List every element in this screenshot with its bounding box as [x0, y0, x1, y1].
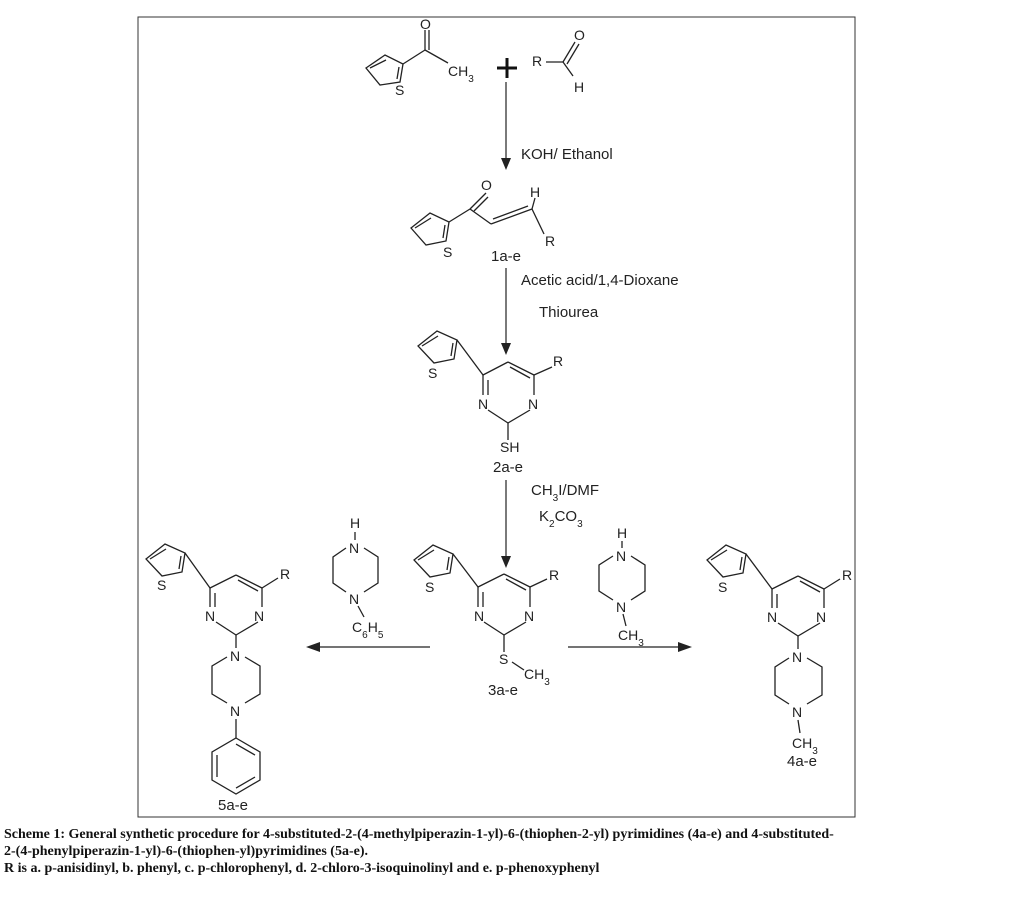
- caption-line-1: Scheme 1: General synthetic procedure fo…: [4, 827, 834, 842]
- nitrogen-atom: N: [767, 609, 777, 625]
- r-group-label: R: [842, 567, 852, 583]
- product-5a-e-structure: N N S R N N: [145, 543, 290, 795]
- reagent-ch3i-dmf: CH3I/DMF: [531, 482, 599, 504]
- methyl-label: CH3: [618, 627, 644, 649]
- hydrogen-label: H: [574, 79, 584, 95]
- sulfur-atom: S: [718, 579, 727, 595]
- caption-line-3: R is a. p-anisidinyl, b. phenyl, c. p-ch…: [4, 861, 600, 876]
- r-group-label: R: [280, 566, 290, 582]
- oxygen-atom: O: [481, 177, 492, 193]
- nitrogen-atom: N: [205, 608, 215, 624]
- nitrogen-atom: N: [478, 396, 488, 412]
- thiol-label: SH: [500, 439, 519, 455]
- nitrogen-atom: N: [524, 608, 534, 624]
- r-group-label: R: [545, 233, 555, 249]
- reaction-arrow-right: [568, 642, 692, 652]
- nitrogen-atom: N: [792, 704, 802, 720]
- phenylpiperazine-reagent: H N N C6H5: [332, 515, 384, 641]
- plus-icon: [497, 58, 517, 78]
- nitrogen-atom: N: [616, 599, 626, 615]
- compound-1a-e-label: 1a-e: [491, 248, 521, 265]
- nitrogen-atom: N: [254, 608, 264, 624]
- nitrogen-atom: N: [528, 396, 538, 412]
- nitrogen-atom: N: [616, 548, 626, 564]
- nitrogen-atom: N: [816, 609, 826, 625]
- sulfur-atom: S: [443, 244, 452, 260]
- sulfur-atom: S: [499, 651, 508, 667]
- methylpiperazine-reagent: H N N CH3: [598, 525, 646, 649]
- nitrogen-atom: N: [230, 703, 240, 719]
- nitrogen-atom: N: [792, 649, 802, 665]
- methyl-label: CH3: [524, 666, 550, 688]
- chalcone-structure: O S H R: [410, 177, 555, 260]
- phenyl-label: C6H5: [352, 619, 384, 641]
- oxygen-atom: O: [420, 16, 431, 32]
- reaction-arrow-2: [501, 268, 511, 355]
- aldehyde-structure: R O H: [532, 27, 585, 95]
- reaction-arrow-3: [501, 480, 511, 568]
- oxygen-atom: O: [574, 27, 585, 43]
- r-group-label: R: [549, 567, 559, 583]
- methyl-label: CH3: [792, 735, 818, 757]
- reagent-koh-ethanol: KOH/ Ethanol: [521, 146, 613, 163]
- compound-5a-e-label: 5a-e: [218, 797, 248, 814]
- nitrogen-atom: N: [474, 608, 484, 624]
- scheme-frame: [137, 16, 856, 818]
- reaction-arrow-left: [306, 642, 430, 652]
- reagent-k2co3: K2CO3: [539, 508, 583, 530]
- r-group-label: R: [532, 53, 542, 69]
- sulfur-atom: S: [428, 365, 437, 381]
- sulfur-atom: S: [425, 579, 434, 595]
- hydrogen-label: H: [530, 184, 540, 200]
- hydrogen-label: H: [617, 525, 627, 541]
- nitrogen-atom: N: [349, 591, 359, 607]
- product-4a-e-structure: N N S R N N CH3: [706, 544, 852, 757]
- nitrogen-atom: N: [349, 540, 359, 556]
- reaction-arrow-1: [501, 82, 511, 170]
- sulfur-atom: S: [157, 577, 166, 593]
- compound-3a-e-label: 3a-e: [488, 682, 518, 699]
- hydrogen-label: H: [350, 515, 360, 531]
- compound-2a-e-label: 2a-e: [493, 459, 523, 476]
- sulfur-atom: S: [395, 82, 404, 98]
- nitrogen-atom: N: [230, 648, 240, 664]
- methyl-label: CH3: [448, 63, 474, 85]
- reaction-scheme: O S CH3 R O H KOH/ Ethanol O S: [137, 16, 856, 818]
- caption-line-2: 2-(4-phenylpiperazin-1-yl)-6-(thiophen-y…: [4, 844, 368, 859]
- scheme-caption: Scheme 1: General synthetic procedure fo…: [4, 826, 1014, 877]
- compound-4a-e-label: 4a-e: [787, 753, 817, 770]
- pyrimidine-thiol-structure: N N S R SH: [417, 330, 563, 455]
- reagent-thiourea: Thiourea: [539, 304, 599, 321]
- reagent-acetic-dioxane: Acetic acid/1,4-Dioxane: [521, 272, 679, 289]
- acetylthiophene-structure: O S CH3: [365, 16, 474, 98]
- methylthio-pyrimidine-structure: N N S R S CH3: [413, 544, 559, 688]
- r-group-label: R: [553, 353, 563, 369]
